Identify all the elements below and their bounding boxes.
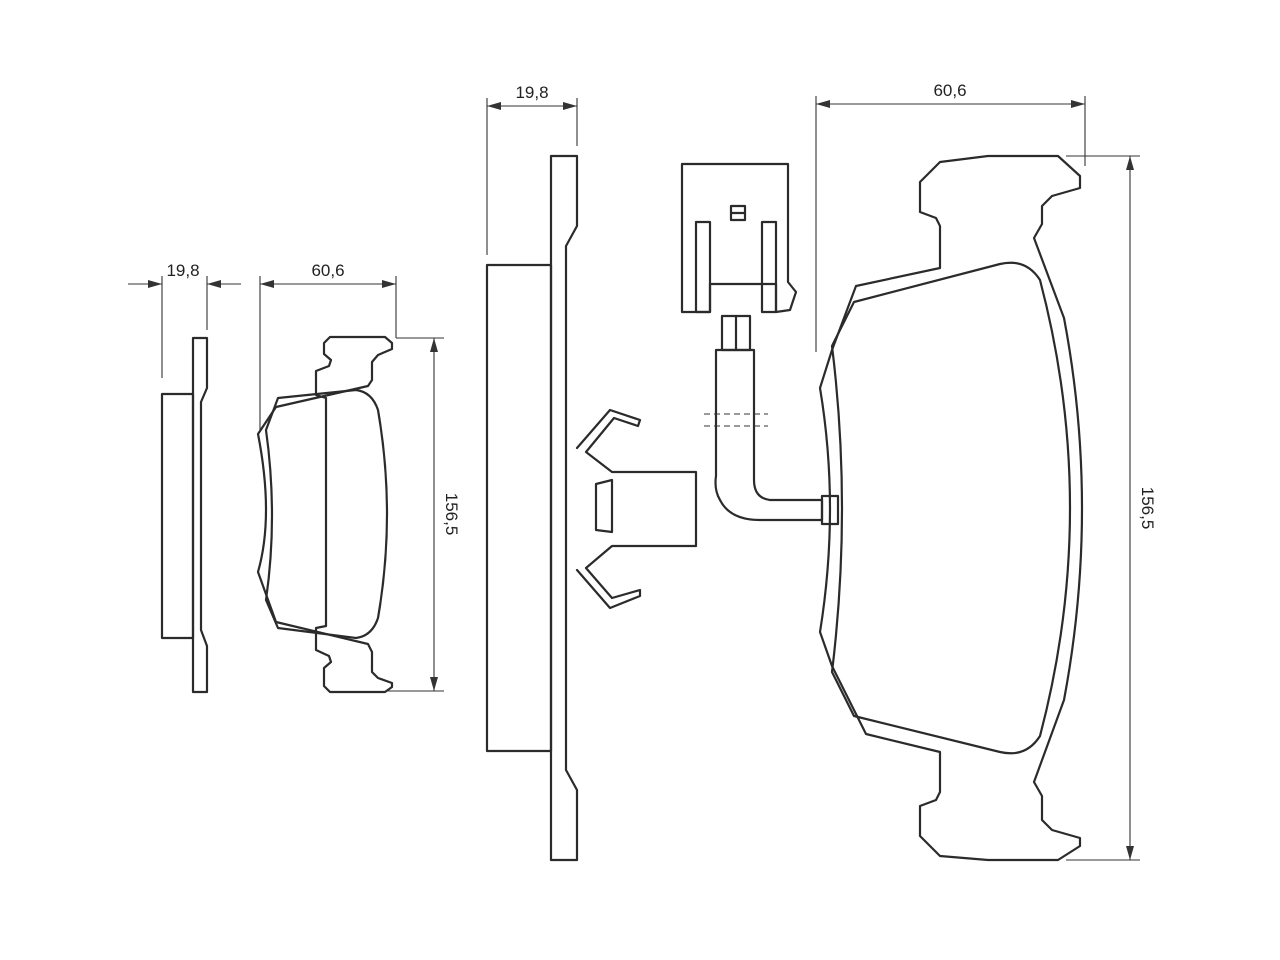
small-pad-thickness-label: 19,8 xyxy=(166,261,199,280)
large-pad-width-label: 60,6 xyxy=(933,81,966,100)
small-pad-side-view xyxy=(160,336,209,694)
small-pad-height-dimension: 156,5 xyxy=(388,337,461,692)
large-pad-height-label: 156,5 xyxy=(1138,487,1157,530)
small-pad-width-label: 60,6 xyxy=(311,261,344,280)
large-pad-height-dimension: 156,5 xyxy=(1066,155,1157,861)
small-pad-front-view xyxy=(256,335,394,694)
wear-sensor xyxy=(680,162,840,526)
large-pad-front-view xyxy=(818,154,1084,862)
retaining-spring-clip xyxy=(575,408,698,610)
large-pad-thickness-dimension: 19,8 xyxy=(486,83,578,255)
large-pad-width-dimension: 60,6 xyxy=(815,81,1086,352)
small-pad-width-dimension: 60,6 xyxy=(259,261,397,430)
large-pad-thickness-label: 19,8 xyxy=(515,83,548,102)
large-pad-side-view xyxy=(485,154,579,862)
small-pad-thickness-dimension: 19,8 xyxy=(128,261,241,378)
small-pad-height-label: 156,5 xyxy=(442,493,461,536)
